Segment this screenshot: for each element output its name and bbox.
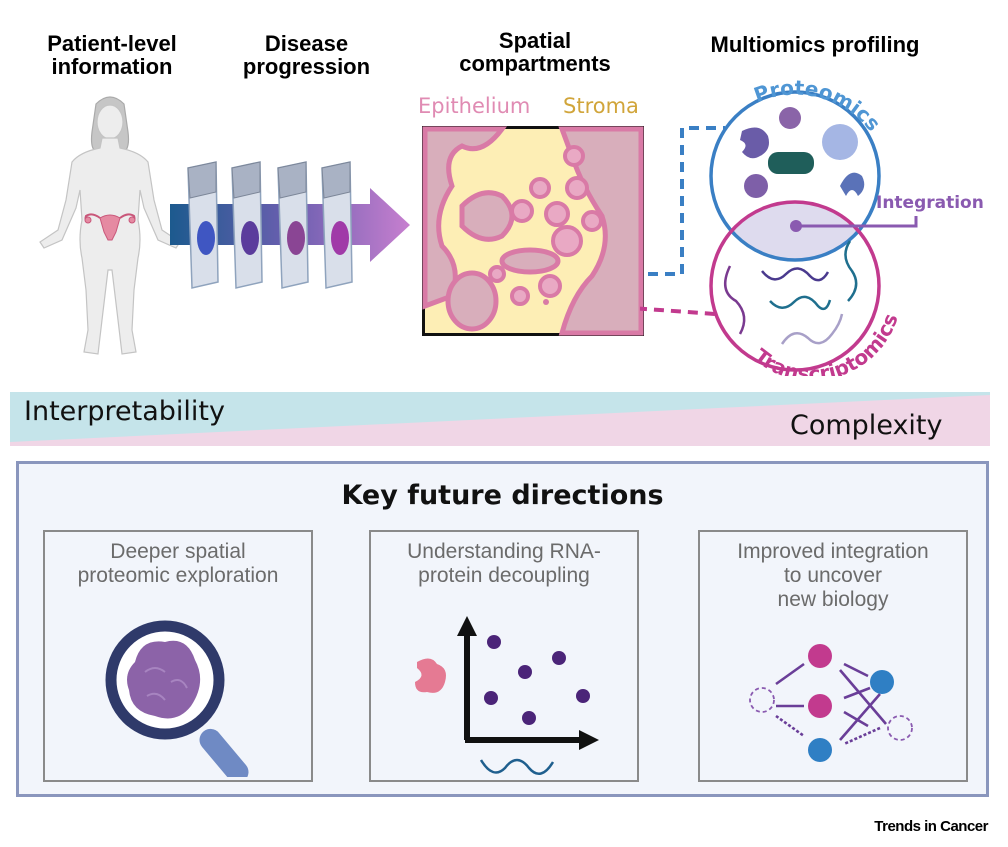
scatter-point <box>487 635 501 649</box>
interpretability-complexity-bar <box>10 392 990 446</box>
network-node <box>870 670 894 694</box>
stroma-label: Stroma <box>563 94 639 118</box>
card-title-line: to uncover <box>783 564 883 587</box>
card-rna-protein-decoupling: Understanding RNA- protein decoupling <box>369 530 639 782</box>
connector-lines <box>640 126 725 316</box>
tissue-section-icon <box>422 126 644 336</box>
uterus-icon <box>84 213 136 241</box>
network-node-hidden <box>749 687 775 713</box>
scatter-point <box>576 689 590 703</box>
scatter-plot-icon <box>415 616 599 775</box>
rna-strand-icon <box>479 758 555 775</box>
protein-icon <box>415 658 446 693</box>
heading-line: Multiomics profiling <box>710 32 920 57</box>
card-title: Improved integration to uncover new biol… <box>700 540 966 612</box>
slide-1-icon <box>187 161 219 289</box>
complexity-label: Complexity <box>790 410 943 441</box>
heading-line: Patient-level <box>47 31 177 56</box>
proteomics-label: Proteomics <box>751 76 886 136</box>
card-title-line: proteomic exploration <box>77 564 279 587</box>
scatter-point <box>518 665 532 679</box>
scatter-points <box>484 635 590 725</box>
heading-line: information <box>51 54 173 79</box>
transcriptomics-circle <box>709 200 881 372</box>
journal-credit: Trends in Cancer <box>874 818 988 835</box>
protein-icons <box>740 107 865 198</box>
network-node <box>808 738 832 762</box>
key-future-directions-title: Key future directions <box>341 480 664 511</box>
card-title: Understanding RNA- protein decoupling <box>371 540 637 588</box>
integration-label: Integration <box>876 193 984 213</box>
heading-patient-level: Patient-level information <box>22 32 202 78</box>
heading-multiomics-profiling: Multiomics profiling <box>670 33 960 56</box>
scatter-point <box>484 691 498 705</box>
heading-spatial-compartments: Spatial compartments <box>430 29 640 75</box>
magnifier-protein-icon <box>105 620 249 777</box>
card-title-line: Improved integration <box>737 540 929 563</box>
card-title-line: Deeper spatial <box>110 540 246 563</box>
heading-disease-progression: Disease progression <box>224 32 389 78</box>
card-title: Deeper spatial proteomic exploration <box>45 540 311 588</box>
slide-2-icon <box>231 161 263 289</box>
proteomics-circle <box>709 90 881 262</box>
interpretability-wedge <box>10 392 990 442</box>
key-future-directions-panel: Key future directions Deeper spatial pro… <box>16 461 989 797</box>
slide-3-icon <box>277 161 309 289</box>
card-title-line: new biology <box>777 588 889 611</box>
heading-line: Spatial <box>498 28 572 53</box>
disease-progression-graphic <box>170 161 410 289</box>
card-spatial-proteomic: Deeper spatial proteomic exploration <box>43 530 313 782</box>
heading-line: progression <box>242 54 371 79</box>
rna-icons <box>723 240 858 345</box>
slide-4-icon <box>321 161 353 289</box>
card-title-line: Understanding RNA- <box>407 540 601 563</box>
proteomics-connector <box>648 126 725 276</box>
network-node <box>808 644 832 668</box>
integration-overlap <box>711 202 879 260</box>
epithelium-label: Epithelium <box>418 94 531 118</box>
scatter-point <box>522 711 536 725</box>
transcriptomics-label: Transcriptomics <box>750 310 903 376</box>
card-title-line: protein decoupling <box>418 564 590 587</box>
patient-figure-icon <box>39 96 181 355</box>
multiomics-venn: Proteomics Transcriptomics <box>709 76 918 376</box>
network-node-hidden <box>887 715 913 741</box>
card-improved-integration: Improved integration to uncover new biol… <box>698 530 968 782</box>
integration-pointer <box>796 216 918 228</box>
network-icon <box>749 644 913 762</box>
scatter-point <box>552 651 566 665</box>
heading-line: Disease <box>264 31 349 56</box>
interpretability-label: Interpretability <box>24 396 225 427</box>
heading-line: compartments <box>459 51 611 76</box>
network-node <box>808 694 832 718</box>
